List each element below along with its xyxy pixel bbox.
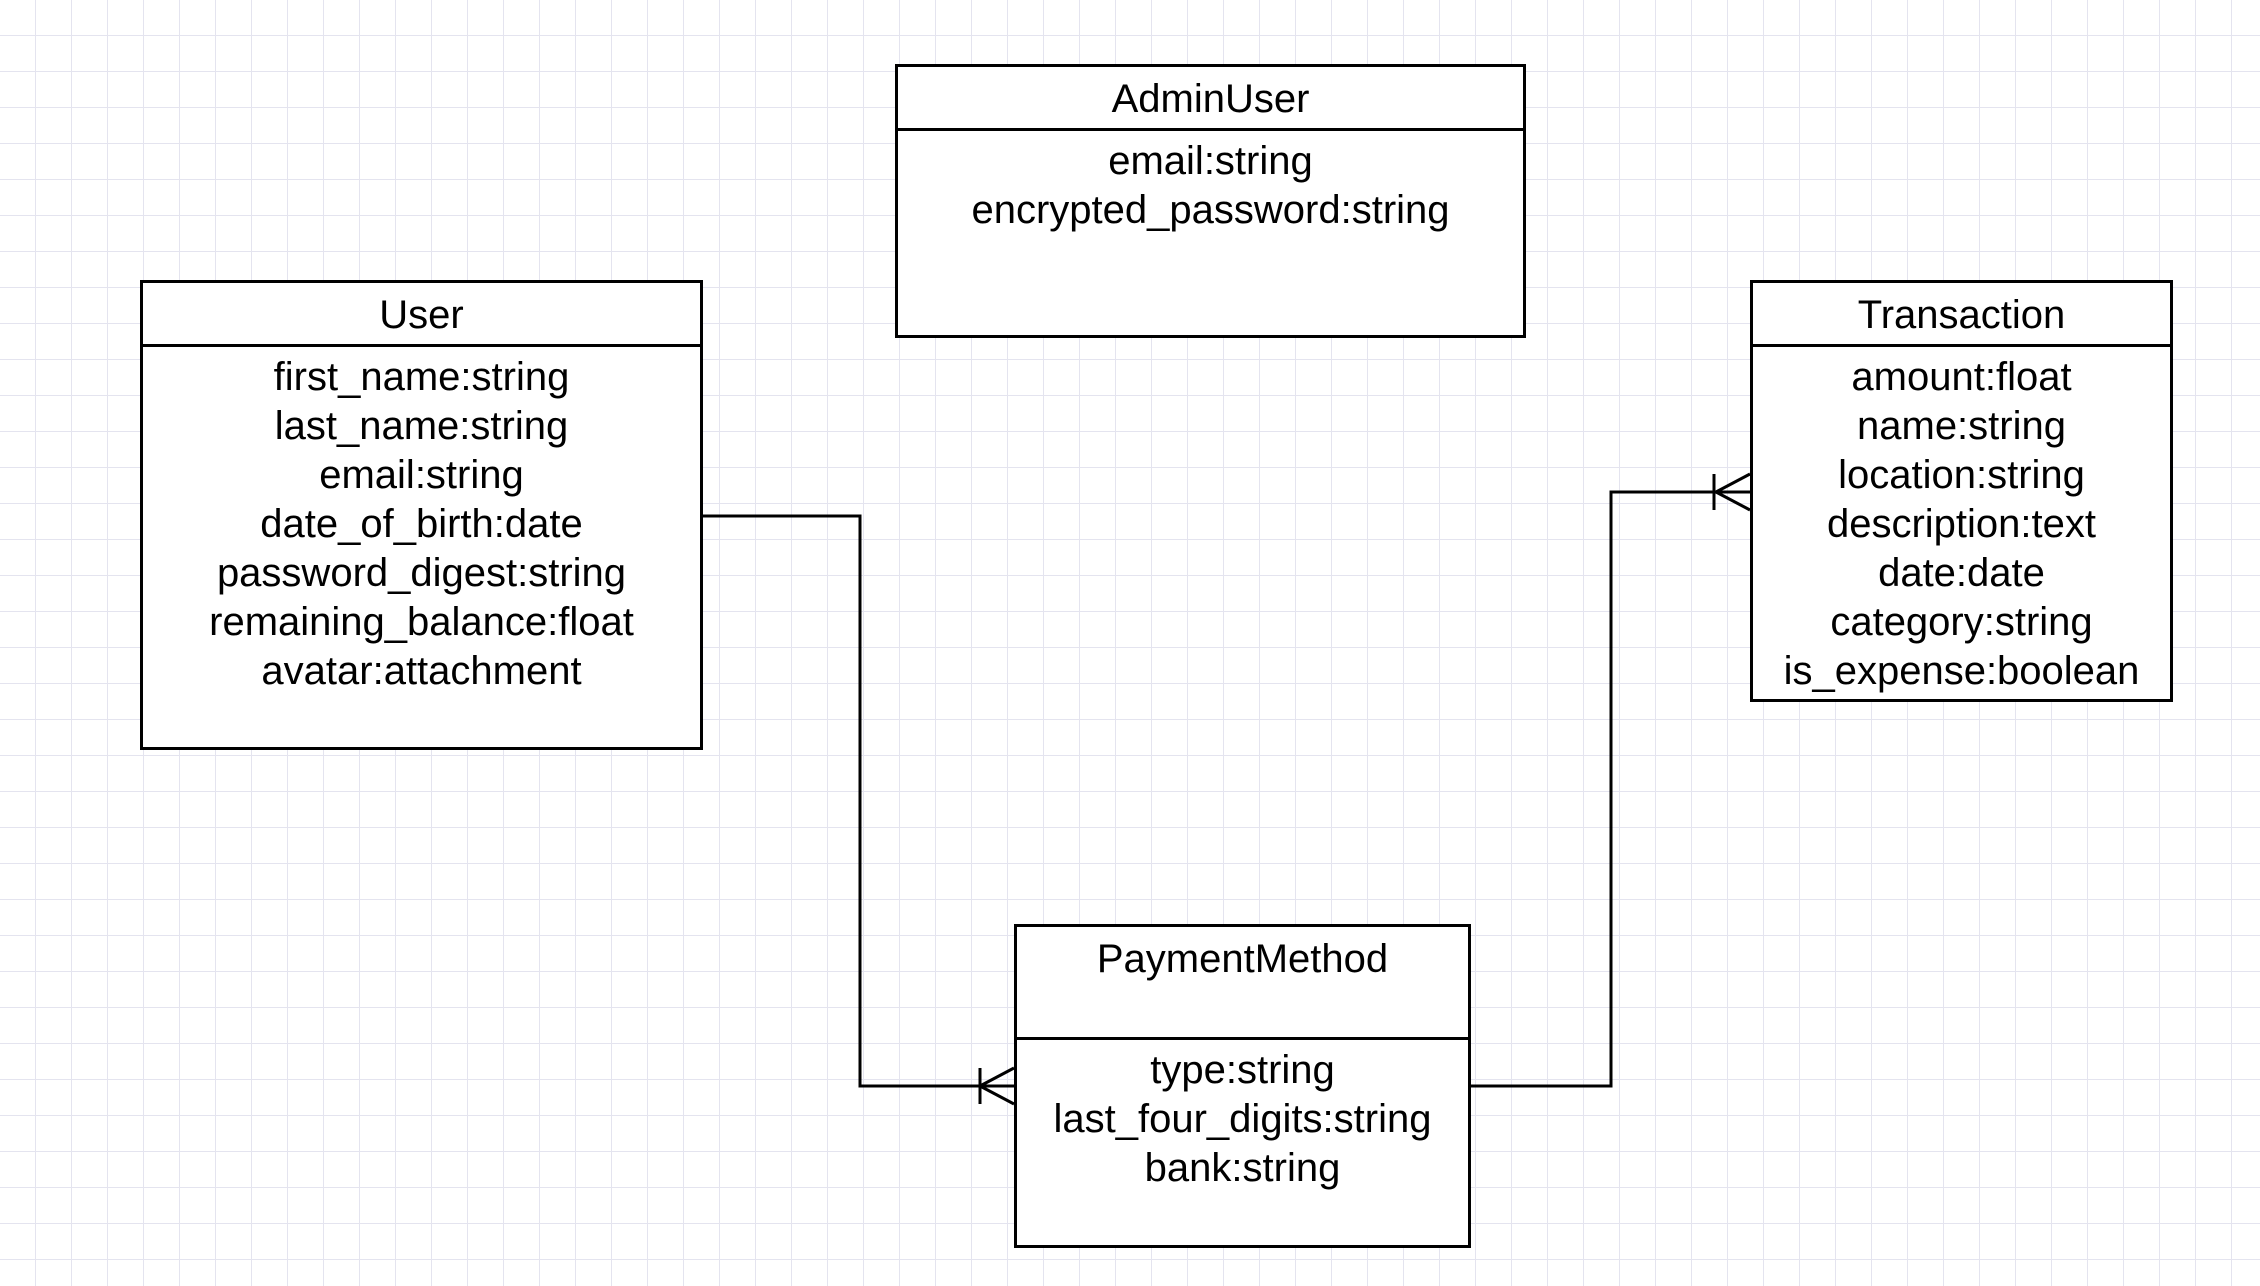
- crowfoot-prong-lower-transaction: [1715, 490, 1751, 512]
- attribute-description: description:text: [1826, 502, 2097, 546]
- entity-paymentmethod-header: PaymentMethod: [1017, 927, 1468, 1040]
- entity-paymentmethod[interactable]: PaymentMethod type:string last_four_digi…: [1014, 924, 1471, 1248]
- entity-adminuser-header: AdminUser: [898, 67, 1523, 131]
- attribute-date: date:date: [1878, 551, 2045, 595]
- entity-user[interactable]: User first_name:string last_name:string …: [140, 280, 703, 750]
- attribute-location: location:string: [1838, 453, 2085, 497]
- relationship-user-paymentmethod: [703, 514, 1015, 1106]
- attribute-category: category:string: [1830, 600, 2093, 644]
- entity-user-header: User: [143, 283, 700, 347]
- entity-paymentmethod-attributes: type:string last_four_digits:string bank…: [1017, 1040, 1468, 1193]
- attribute-email: email:string: [319, 453, 524, 497]
- entity-user-attributes: first_name:string last_name:string email…: [143, 347, 700, 696]
- attribute-encrypted-password: encrypted_password:string: [971, 188, 1450, 232]
- connector-line-paymentmethod-transaction: [1471, 490, 1750, 1088]
- attribute-password-digest: password_digest:string: [216, 551, 627, 595]
- crowfoot-prong-lower-paymentmethod: [979, 1084, 1015, 1106]
- entity-transaction-title: Transaction: [1857, 293, 2066, 337]
- crowfoot-prong-upper-transaction: [1715, 472, 1751, 494]
- attribute-avatar: avatar:attachment: [261, 649, 582, 693]
- entity-transaction-header: Transaction: [1753, 283, 2170, 347]
- attribute-last-four-digits: last_four_digits:string: [1053, 1097, 1432, 1141]
- attribute-remaining-balance: remaining_balance:float: [209, 600, 634, 644]
- entity-transaction-attributes: amount:float name:string location:string…: [1753, 347, 2170, 696]
- attribute-last-name: last_name:string: [274, 404, 569, 448]
- entity-paymentmethod-title: PaymentMethod: [1096, 937, 1389, 981]
- attribute-amount: amount:float: [1851, 355, 2072, 399]
- entity-adminuser[interactable]: AdminUser email:string encrypted_passwor…: [895, 64, 1526, 338]
- attribute-name: name:string: [1857, 404, 2066, 448]
- attribute-type: type:string: [1150, 1048, 1335, 1092]
- relationship-paymentmethod-transaction: [1471, 472, 1751, 1088]
- attribute-first-name: first_name:string: [273, 355, 570, 399]
- attribute-bank: bank:string: [1144, 1146, 1341, 1190]
- attribute-date-of-birth: date_of_birth:date: [260, 502, 583, 546]
- entity-user-title: User: [379, 293, 464, 337]
- crowfoot-prong-upper-paymentmethod: [979, 1066, 1015, 1088]
- attribute-is-expense: is_expense:boolean: [1783, 649, 2140, 693]
- entity-transaction[interactable]: Transaction amount:float name:string loc…: [1750, 280, 2173, 702]
- entity-adminuser-attributes: email:string encrypted_password:string: [898, 131, 1523, 235]
- connector-line-user-paymentmethod: [703, 514, 1014, 1088]
- attribute-email: email:string: [1108, 139, 1313, 183]
- entity-adminuser-title: AdminUser: [1111, 77, 1310, 121]
